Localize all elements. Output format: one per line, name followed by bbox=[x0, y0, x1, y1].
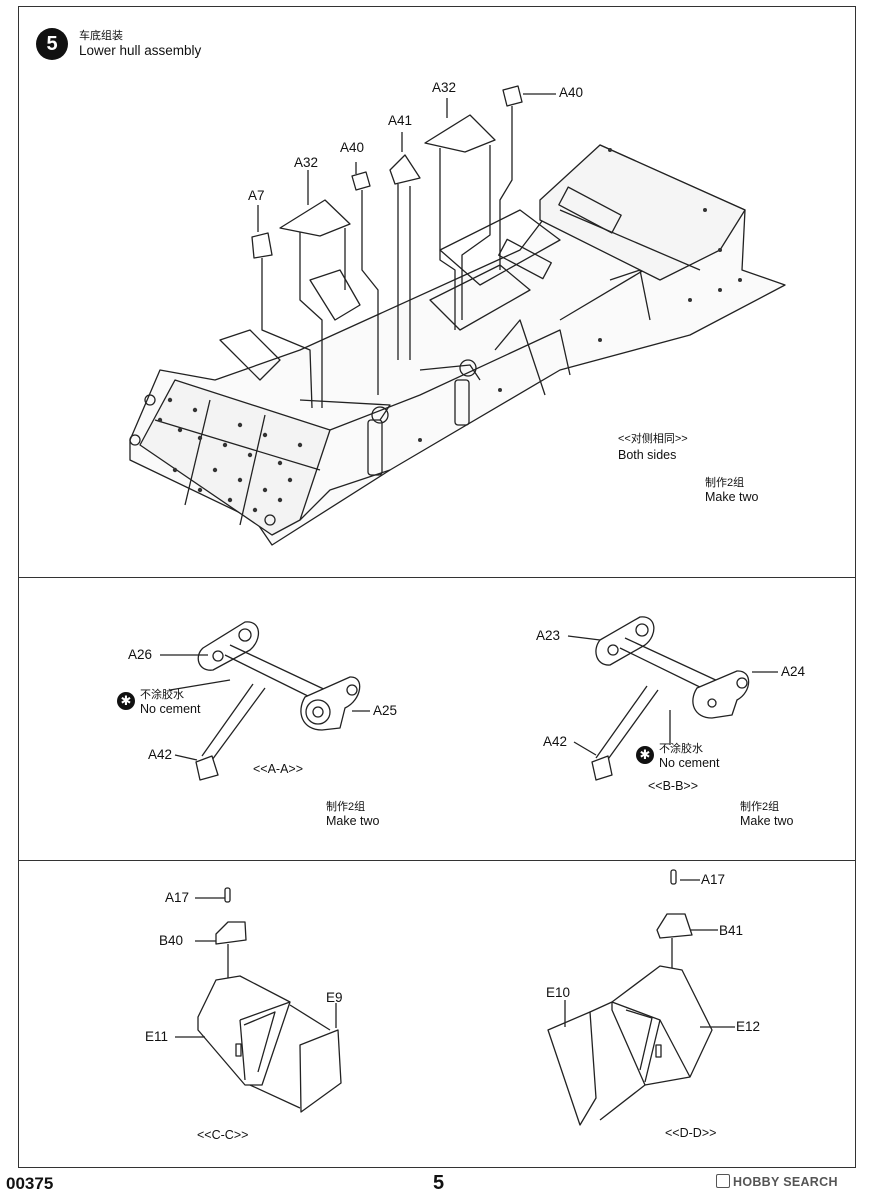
make-two-cn-3: 制作2组 bbox=[740, 801, 780, 813]
label-e10: E10 bbox=[546, 985, 571, 1000]
make-two-cn-2: 制作2组 bbox=[326, 801, 366, 813]
make-two-en-2: Make two bbox=[326, 814, 380, 828]
label-e11: E11 bbox=[145, 1029, 169, 1044]
no-cement-cn-right: 不涂胶水 bbox=[659, 743, 703, 755]
watermark-text: HOBBY SEARCH bbox=[733, 1175, 838, 1189]
label-a23: A23 bbox=[536, 628, 561, 643]
label-a32-left: A32 bbox=[294, 155, 319, 170]
label-b40: B40 bbox=[159, 933, 184, 948]
make-two-cn-1: 制作2组 bbox=[705, 477, 745, 489]
step-number-badge: 5 bbox=[36, 28, 68, 60]
part-a40-left bbox=[351, 171, 379, 395]
label-a32-right: A32 bbox=[432, 80, 457, 95]
divider-1 bbox=[18, 577, 856, 578]
watermark-logo-icon bbox=[716, 1174, 730, 1188]
dd-drawing bbox=[547, 869, 735, 1126]
no-cement-icon: ✱ bbox=[117, 692, 135, 710]
step-title-cn: 车底组装 bbox=[79, 30, 123, 42]
label-e12: E12 bbox=[736, 1019, 761, 1034]
section-bb: <<B-B>> bbox=[648, 779, 699, 793]
lower-hull-drawing bbox=[129, 144, 786, 546]
part-a40-right bbox=[499, 85, 523, 270]
label-a25: A25 bbox=[373, 703, 398, 718]
label-a26: A26 bbox=[128, 647, 153, 662]
label-a40-right: A40 bbox=[559, 85, 584, 100]
label-a7: A7 bbox=[248, 188, 265, 203]
divider-2 bbox=[18, 860, 856, 861]
bb-drawing bbox=[567, 616, 778, 781]
both-sides-cn: <<对侧相同>> bbox=[618, 433, 688, 445]
section-cc: <<C-C>> bbox=[197, 1128, 249, 1142]
label-a17-right: A17 bbox=[701, 872, 726, 887]
cc-drawing bbox=[175, 887, 342, 1113]
aa-drawing bbox=[160, 621, 370, 781]
no-cement-en-left: No cement bbox=[140, 702, 201, 716]
part-a32-right bbox=[424, 114, 496, 330]
product-code: 00375 bbox=[6, 1174, 54, 1193]
part-a41 bbox=[389, 154, 421, 360]
page-number: 5 bbox=[433, 1172, 445, 1194]
part-a32-left bbox=[279, 199, 351, 408]
label-a17-left: A17 bbox=[165, 890, 190, 905]
no-cement-cn-left: 不涂胶水 bbox=[140, 689, 184, 701]
section-aa: <<A-A>> bbox=[253, 762, 304, 776]
label-a42-right: A42 bbox=[543, 734, 568, 749]
both-sides-en: Both sides bbox=[618, 448, 677, 462]
label-a41: A41 bbox=[388, 113, 413, 128]
label-e9: E9 bbox=[326, 990, 343, 1005]
make-two-en-1: Make two bbox=[705, 490, 759, 504]
part-a7 bbox=[251, 232, 313, 409]
page-frame bbox=[18, 6, 856, 1168]
make-two-en-3: Make two bbox=[740, 814, 794, 828]
no-cement-icon: ✱ bbox=[636, 746, 654, 764]
label-a40-left: A40 bbox=[340, 140, 365, 155]
section-dd: <<D-D>> bbox=[665, 1126, 717, 1140]
no-cement-en-right: No cement bbox=[659, 756, 720, 770]
step-title-en: Lower hull assembly bbox=[79, 43, 202, 58]
watermark: HOBBY SEARCH bbox=[716, 1174, 838, 1189]
label-b41: B41 bbox=[719, 923, 744, 938]
label-a24: A24 bbox=[781, 664, 806, 679]
label-a42-left: A42 bbox=[148, 747, 173, 762]
